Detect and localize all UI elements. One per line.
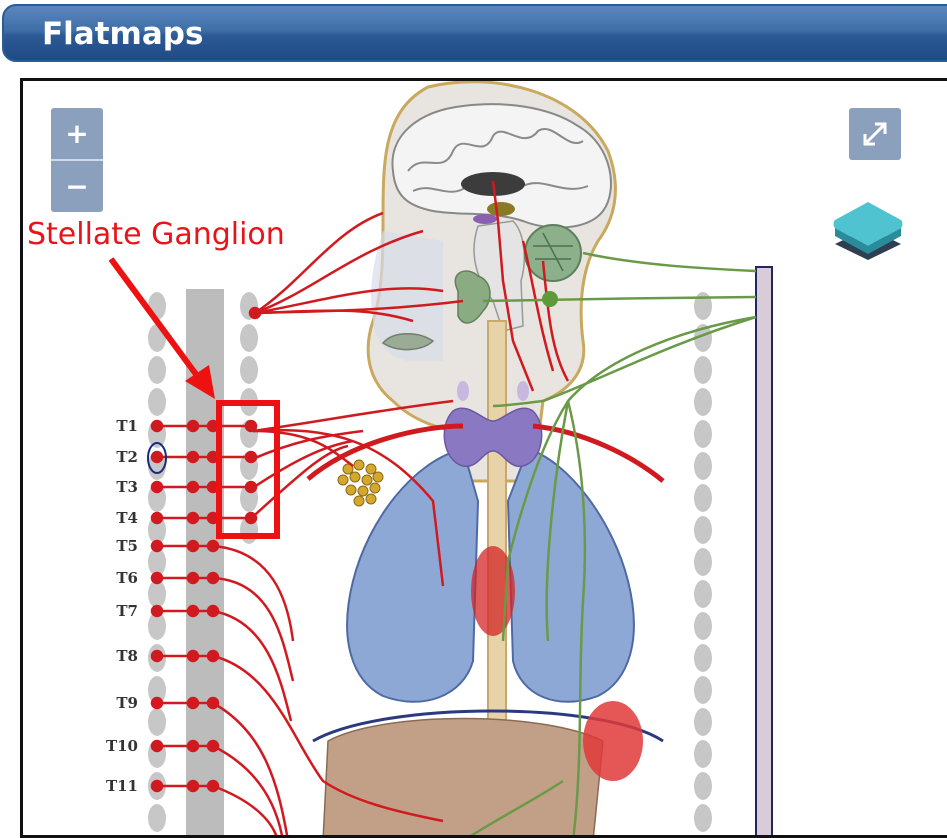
stomach (583, 701, 643, 781)
lymph-cluster (338, 460, 383, 506)
layers-icon (829, 198, 907, 276)
left-lung (347, 449, 478, 702)
minus-icon: − (65, 170, 88, 203)
label-t11: T11 (106, 777, 138, 795)
panel-title: Flatmaps (42, 16, 203, 52)
label-t8: T8 (116, 647, 138, 665)
label-t10: T10 (106, 737, 138, 755)
label-t3: T3 (116, 478, 138, 496)
vertebral-column-right (694, 292, 712, 832)
fullscreen-button[interactable] (849, 108, 901, 160)
flatmap-viewer[interactable]: T1 T2 T3 T4 T5 T6 T7 T8 T9 T10 T11 (20, 78, 947, 838)
vertebral-column-mid (240, 292, 258, 544)
label-t5: T5 (116, 537, 138, 555)
vertebra-labels: T1 T2 T3 T4 T5 T6 T7 T8 T9 T10 T11 (106, 417, 138, 795)
label-t7: T7 (116, 602, 138, 620)
otic-ganglion (542, 291, 558, 307)
zoom-in-button[interactable]: + (51, 108, 103, 159)
layers-button[interactable] (829, 198, 907, 281)
liver (323, 719, 603, 838)
label-t4: T4 (116, 509, 138, 527)
right-lung (508, 449, 634, 702)
stellate-ganglion-label: Stellate Ganglion (27, 217, 285, 252)
zoom-out-button[interactable]: − (51, 161, 103, 212)
label-t2: T2 (116, 448, 138, 466)
label-t9: T9 (116, 694, 138, 712)
label-t1: T1 (116, 417, 138, 435)
expand-icon (861, 120, 889, 148)
panel-header: Flatmaps (2, 4, 947, 62)
plus-icon: + (65, 117, 88, 150)
label-t6: T6 (116, 569, 138, 587)
parasympathetic-bar (756, 267, 772, 838)
